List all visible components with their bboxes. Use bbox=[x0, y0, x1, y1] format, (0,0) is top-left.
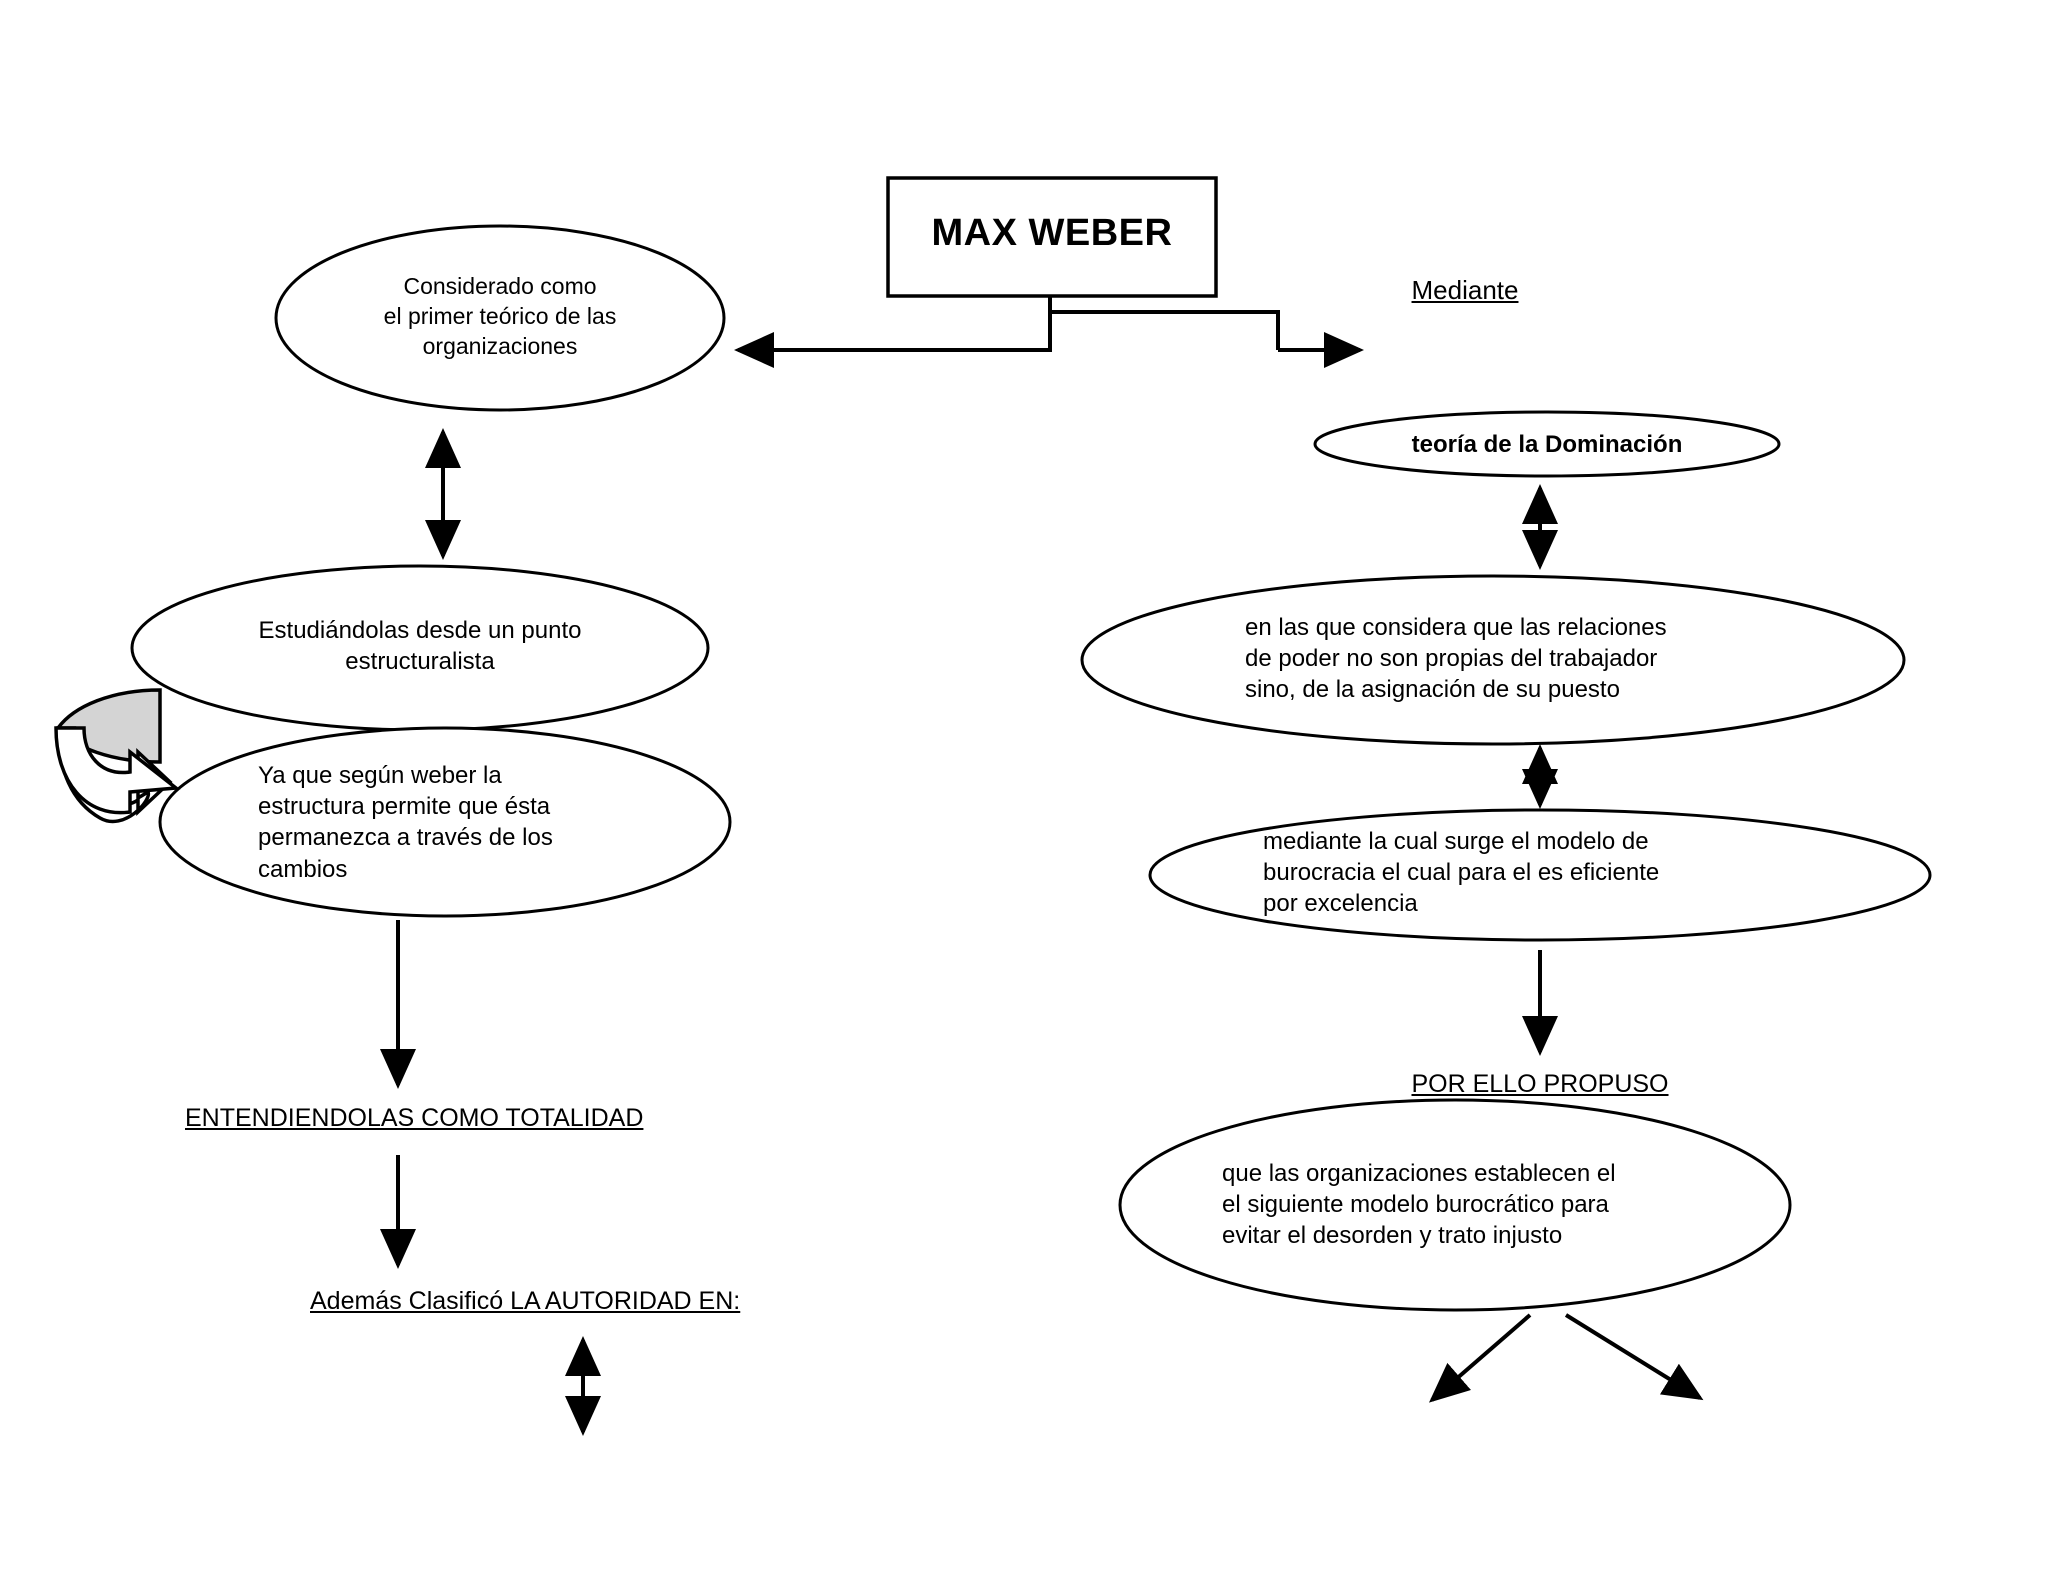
ellipse-burocracia bbox=[1148, 808, 1932, 942]
connector-title-to-right bbox=[1048, 296, 1280, 350]
title-box bbox=[886, 176, 1218, 298]
ellipse-considerado bbox=[274, 224, 726, 412]
ellipse-teoria-dominacion bbox=[1313, 410, 1781, 478]
ellipse-organizaciones-modelo bbox=[1118, 1098, 1792, 1312]
title-label: MAX WEBER bbox=[931, 212, 1173, 254]
curved-gray-arrow-body bbox=[54, 726, 181, 815]
ellipse-estudiandolas bbox=[130, 564, 710, 732]
arrow-branch-left bbox=[1428, 1313, 1532, 1403]
ellipse-ya-que bbox=[158, 726, 732, 918]
arrow-branch-right bbox=[1564, 1313, 1704, 1401]
connector-title-to-left bbox=[808, 296, 1052, 352]
ellipse-relaciones-poder bbox=[1080, 574, 1906, 746]
